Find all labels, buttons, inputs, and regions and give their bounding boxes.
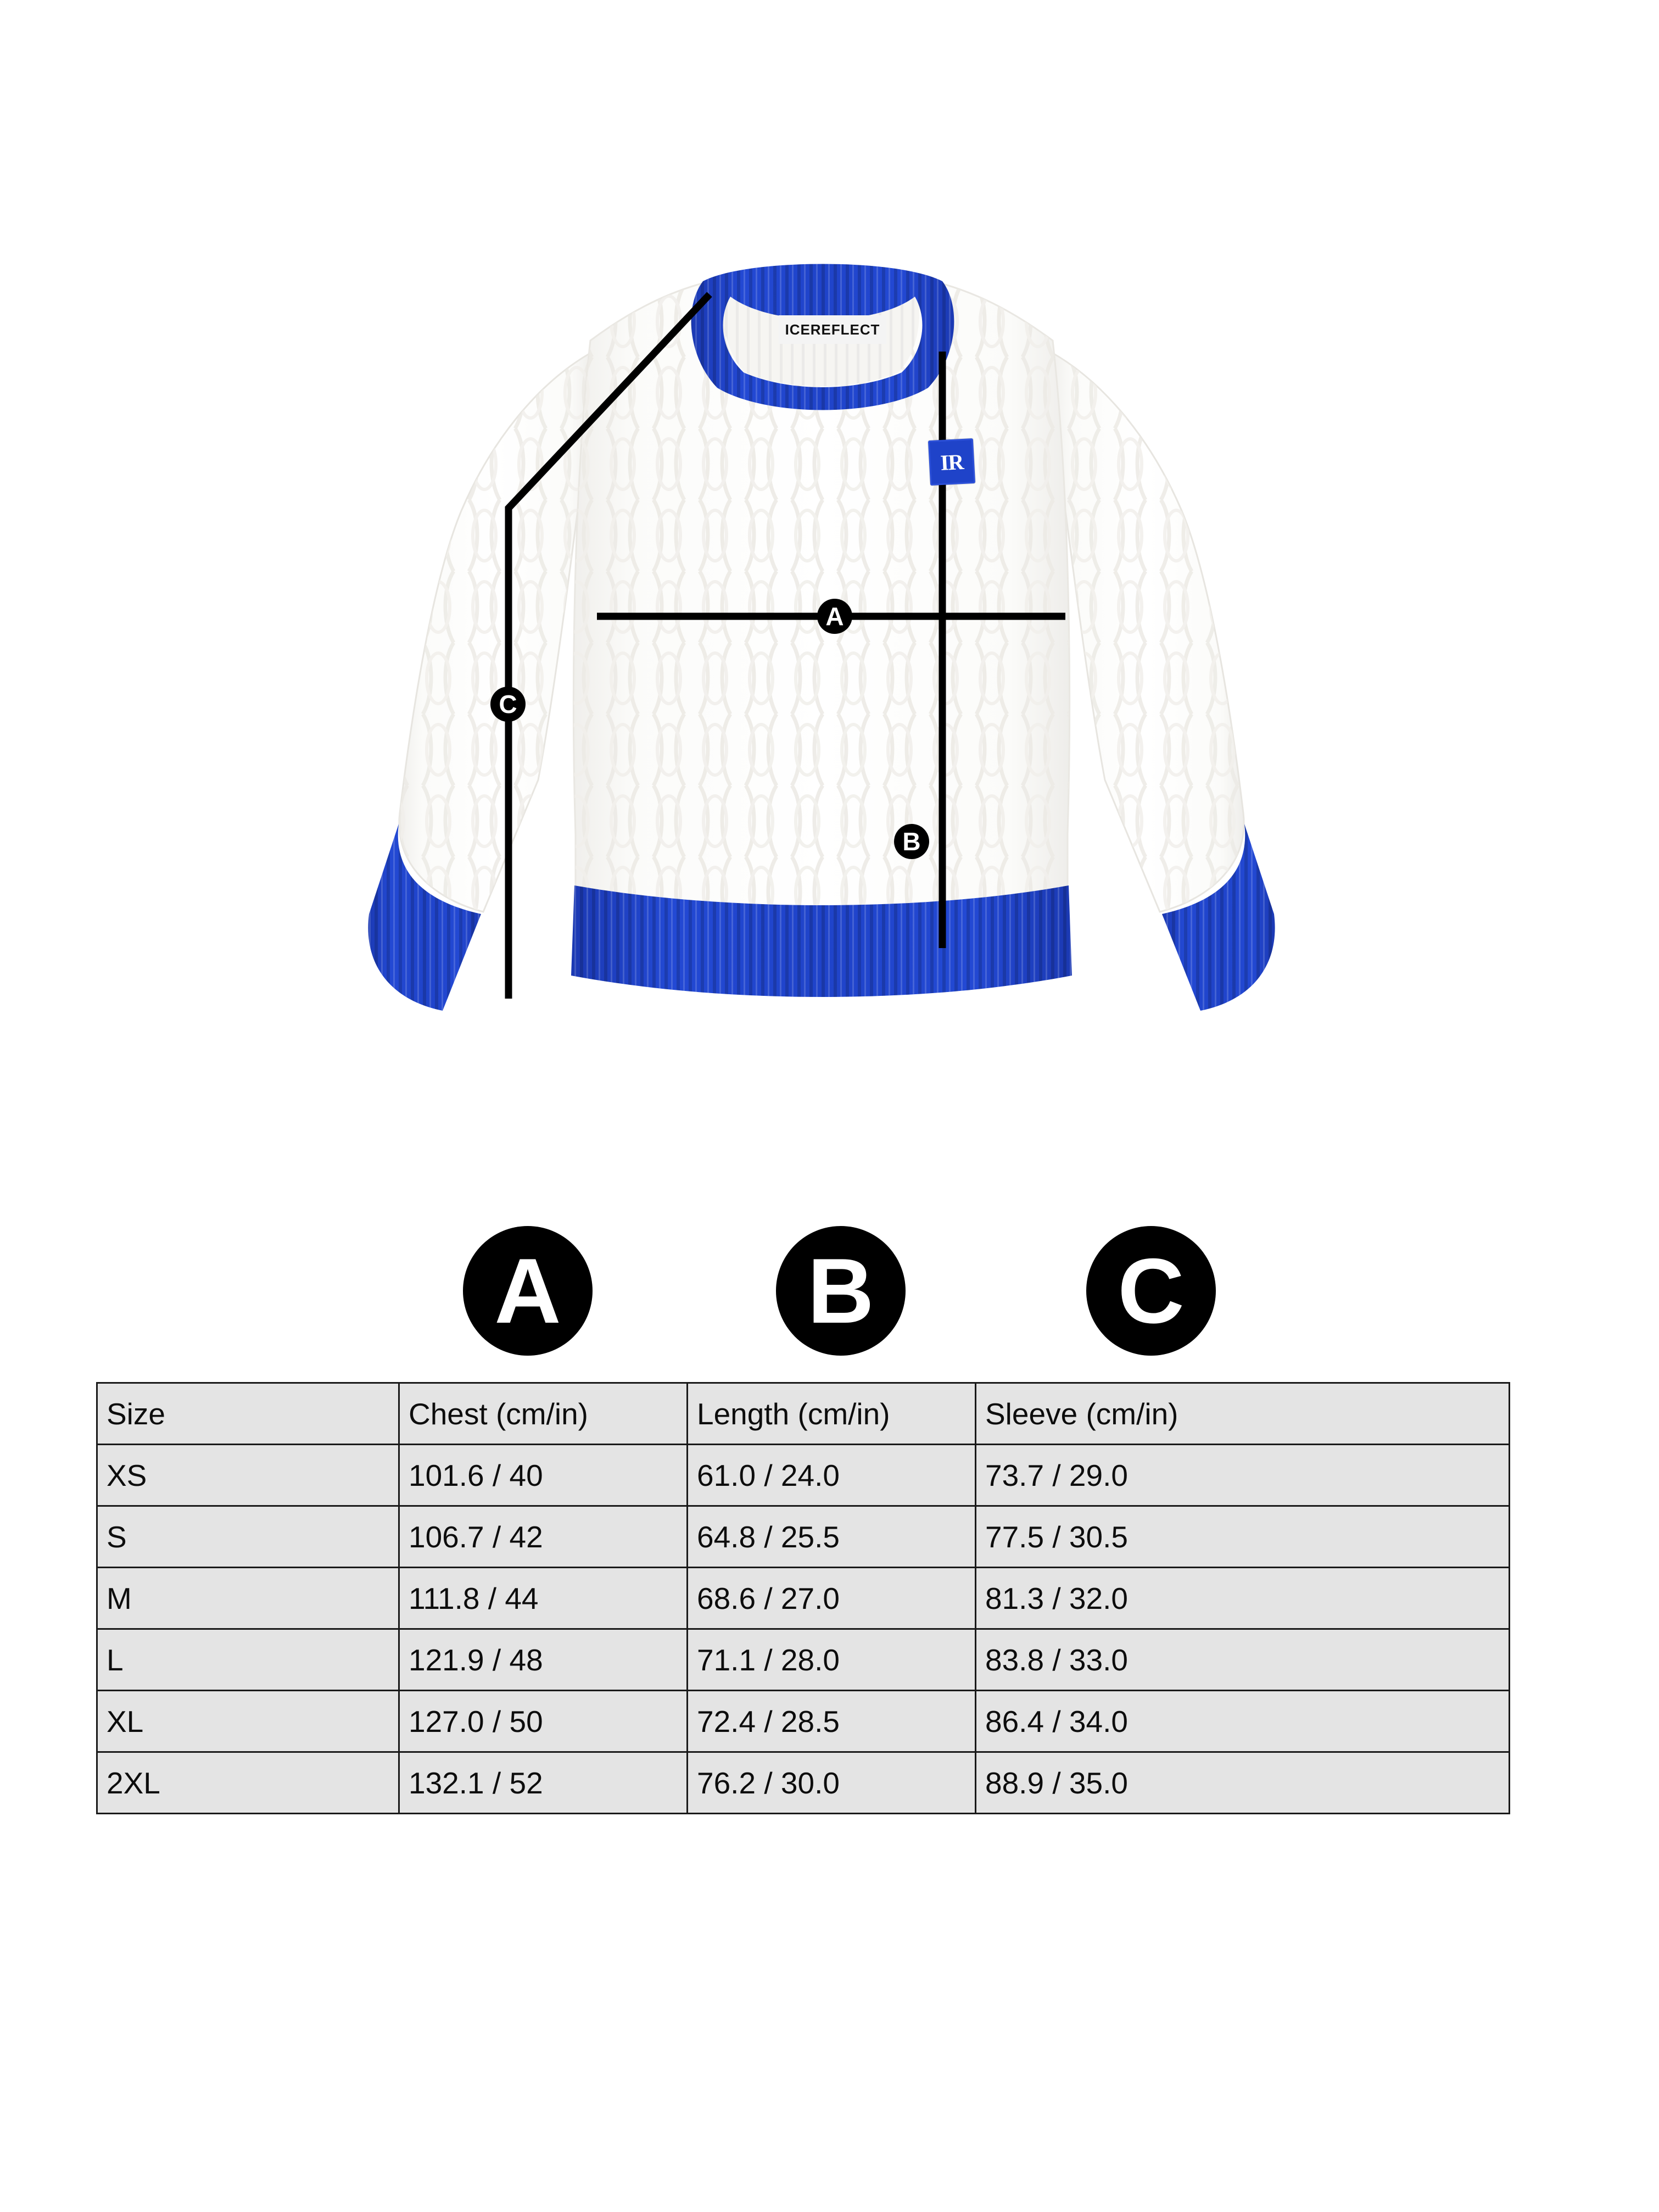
legend-badge-b: B [776,1226,906,1356]
cell-chest: 106.7 / 42 [398,1505,688,1568]
garment-figure: ICEREFLECT IR A B C [368,264,1275,1011]
sweater-body [571,264,1072,997]
cell-size: XS [96,1444,400,1507]
legend-badge-c: C [1086,1226,1216,1356]
table-row: 2XL 132.1 / 52 76.2 / 30.0 88.9 / 35.0 [96,1751,1510,1814]
table-header-row: Size Chest (cm/in) Length (cm/in) Sleeve… [96,1382,1510,1445]
cell-length: 72.4 / 28.5 [686,1690,976,1753]
cell-chest: 101.6 / 40 [398,1444,688,1507]
cell-sleeve: 88.9 / 35.0 [975,1751,1510,1814]
cell-chest: 121.9 / 48 [398,1628,688,1691]
cell-length: 64.8 / 25.5 [686,1505,976,1568]
cell-length: 76.2 / 30.0 [686,1751,976,1814]
table-row: S 106.7 / 42 64.8 / 25.5 77.5 / 30.5 [96,1505,1510,1568]
cell-sleeve: 81.3 / 32.0 [975,1567,1510,1630]
column-header-chest: Chest (cm/in) [398,1382,688,1445]
cell-chest: 111.8 / 44 [398,1567,688,1630]
cell-chest: 127.0 / 50 [398,1690,688,1753]
cell-size: 2XL [96,1751,400,1814]
cell-sleeve: 86.4 / 34.0 [975,1690,1510,1753]
column-header-length: Length (cm/in) [686,1382,976,1445]
cell-length: 61.0 / 24.0 [686,1444,976,1507]
legend-badge-row: A B C [0,1226,1659,1361]
column-header-sleeve: Sleeve (cm/in) [975,1382,1510,1445]
cell-chest: 132.1 / 52 [398,1751,688,1814]
measure-badge-b: B [894,824,929,859]
cell-length: 71.1 / 28.0 [686,1628,976,1691]
cell-sleeve: 77.5 / 30.5 [975,1505,1510,1568]
table-row: M 111.8 / 44 68.6 / 27.0 81.3 / 32.0 [96,1567,1510,1630]
cell-size: M [96,1567,400,1630]
neck-brand-label-text: ICEREFLECT [785,321,880,338]
column-header-size: Size [96,1382,400,1445]
table-row: L 121.9 / 48 71.1 / 28.0 83.8 / 33.0 [96,1628,1510,1691]
measure-badge-c: C [490,687,526,722]
neck-brand-label: ICEREFLECT [779,315,886,344]
table-row: XS 101.6 / 40 61.0 / 24.0 73.7 / 29.0 [96,1444,1510,1507]
right-sleeve [1049,350,1275,1011]
table-row: XL 127.0 / 50 72.4 / 28.5 86.4 / 34.0 [96,1690,1510,1753]
legend-badge-a: A [463,1226,593,1356]
size-chart-table-wrapper: Size Chest (cm/in) Length (cm/in) Sleeve… [96,1382,1510,1814]
cell-sleeve: 83.8 / 33.0 [975,1628,1510,1691]
measure-badge-a: A [817,599,852,634]
left-sleeve [368,350,594,1011]
size-chart-table: Size Chest (cm/in) Length (cm/in) Sleeve… [96,1382,1510,1814]
cell-size: XL [96,1690,400,1753]
cell-size: L [96,1628,400,1691]
chest-logo-patch: IR [928,438,976,486]
cell-size: S [96,1505,400,1568]
cell-length: 68.6 / 27.0 [686,1567,976,1630]
chest-logo-patch-text: IR [940,449,964,475]
cell-sleeve: 73.7 / 29.0 [975,1444,1510,1507]
sweater-illustration [368,264,1275,1011]
measure-line-c [505,292,712,999]
